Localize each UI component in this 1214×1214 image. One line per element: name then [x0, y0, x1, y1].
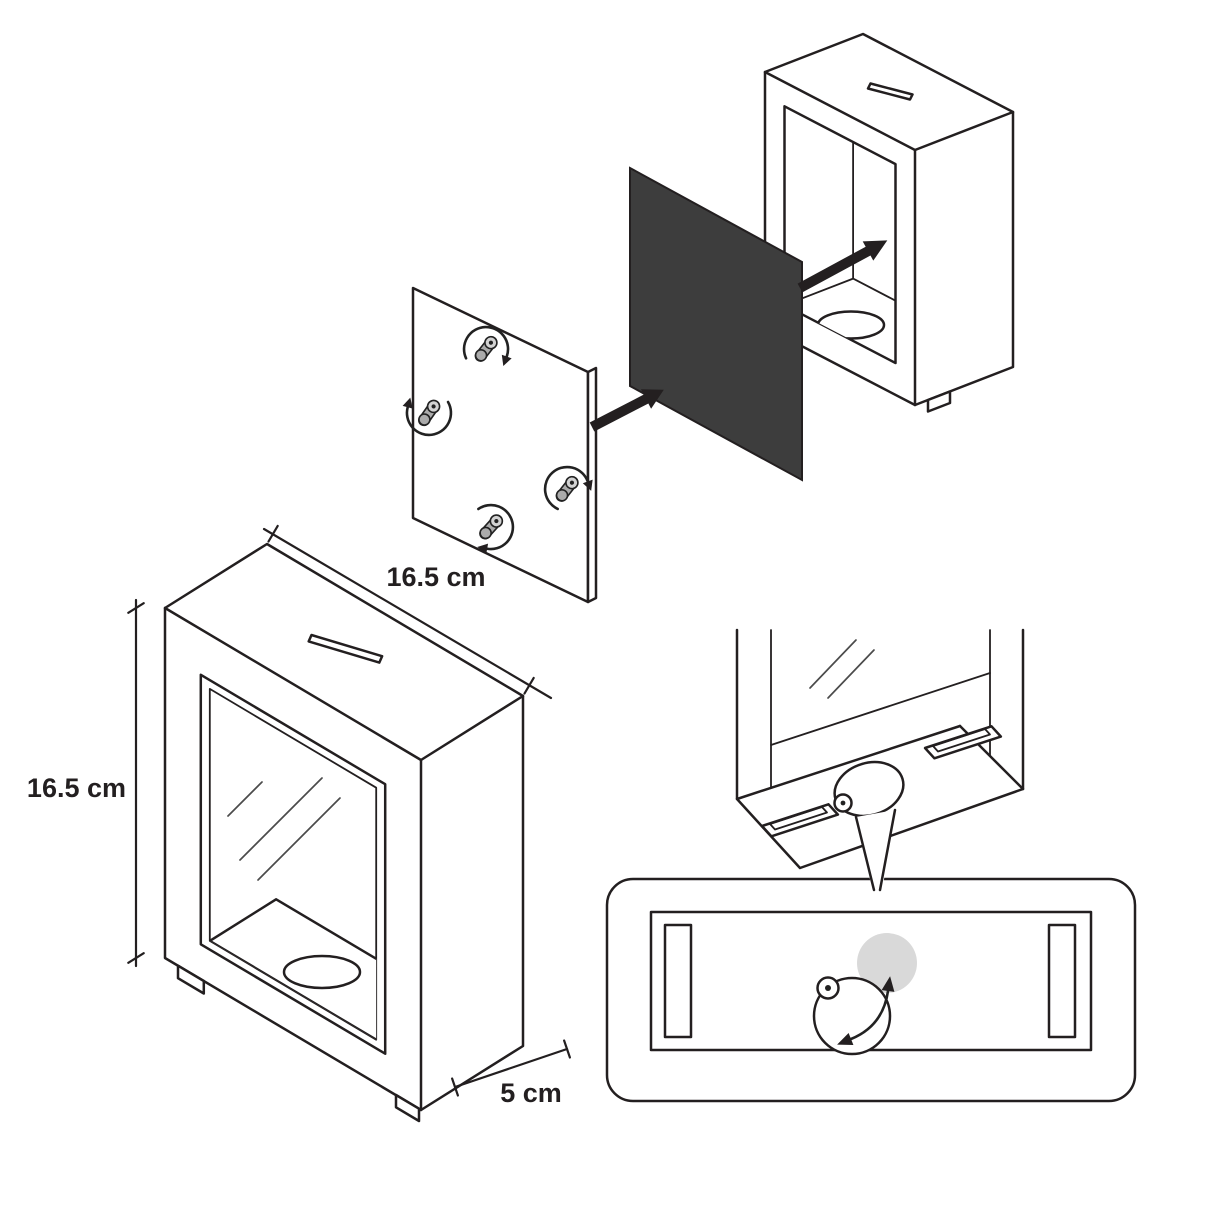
- lock-rotated-position: [857, 933, 917, 993]
- insert-direction-arrows: [589, 240, 888, 432]
- back-panel-face: [411, 286, 590, 604]
- glass-reflection: [809, 639, 857, 689]
- callout-pointer: [856, 810, 895, 893]
- insert-arrow-icon: [589, 392, 653, 432]
- depth-label: 5 cm: [500, 1078, 562, 1108]
- foot: [926, 390, 952, 413]
- foot: [394, 1093, 421, 1123]
- coin-slot-icon: [866, 82, 914, 101]
- bottom-hole: [282, 954, 362, 990]
- panel-slot: [1047, 923, 1077, 1039]
- glass-reflection: [827, 649, 875, 699]
- photo-panel: [629, 166, 803, 482]
- bottom-detail-view: [735, 628, 1025, 870]
- panel-slot: [663, 923, 693, 1039]
- rotation-arrow-icon: [849, 989, 890, 1041]
- photo-panel-face: [629, 166, 803, 482]
- width-dimension: 16.5 cm: [262, 524, 553, 700]
- foot: [176, 964, 206, 995]
- box-underside: [735, 628, 1025, 870]
- back-panel: [397, 286, 599, 604]
- insert-arrow-icon: [797, 244, 875, 293]
- height-label: 16.5 cm: [27, 773, 126, 803]
- depth-dimension: 5 cm: [451, 1039, 572, 1108]
- dimensions: 16.5 cm 16.5 cm 5 cm: [27, 524, 572, 1108]
- coin-slot-icon: [307, 633, 384, 664]
- dimensioned-money-box: [163, 542, 525, 1123]
- glass-reflection: [227, 781, 263, 817]
- magnified-callout: [605, 808, 1137, 1103]
- assembled-money-box: [763, 32, 1015, 413]
- glass-reflection: [257, 797, 341, 881]
- height-dimension: 16.5 cm: [27, 598, 145, 968]
- width-label: 16.5 cm: [386, 562, 485, 592]
- glass-reflection: [239, 777, 323, 861]
